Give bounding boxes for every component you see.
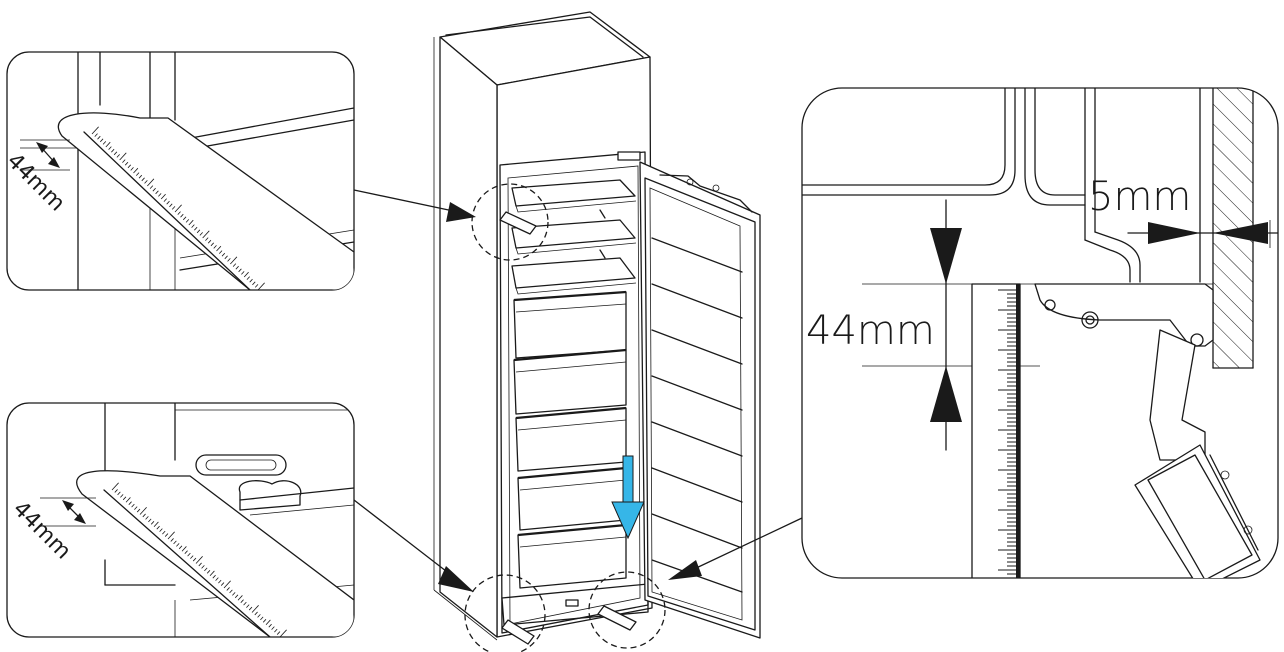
leader-lines [353,189,803,592]
detail-panel-right: 44mm 5mm [801,87,1279,579]
shelves [511,179,637,295]
ruler-ticks-top [91,126,265,290]
drawers [513,290,627,589]
fridge-illustration [433,11,761,645]
detail-circle-top [471,183,549,261]
dimension-label-5mm: 5mm [1088,174,1191,220]
hinge [1034,283,1261,578]
detail-panel-top-left: 44mm [2,51,355,291]
detail-circle-bottom-right [588,571,666,649]
detail-circle-bottom-left [464,574,546,652]
detail-panel-bottom-left: 44mm [6,402,355,638]
ruler-ticks-right [998,289,1016,578]
open-door [639,161,761,639]
ruler-ticks-bottom [111,482,287,637]
dimension-label-44mm-right: 44mm [806,308,935,354]
arrow-down [611,455,645,540]
